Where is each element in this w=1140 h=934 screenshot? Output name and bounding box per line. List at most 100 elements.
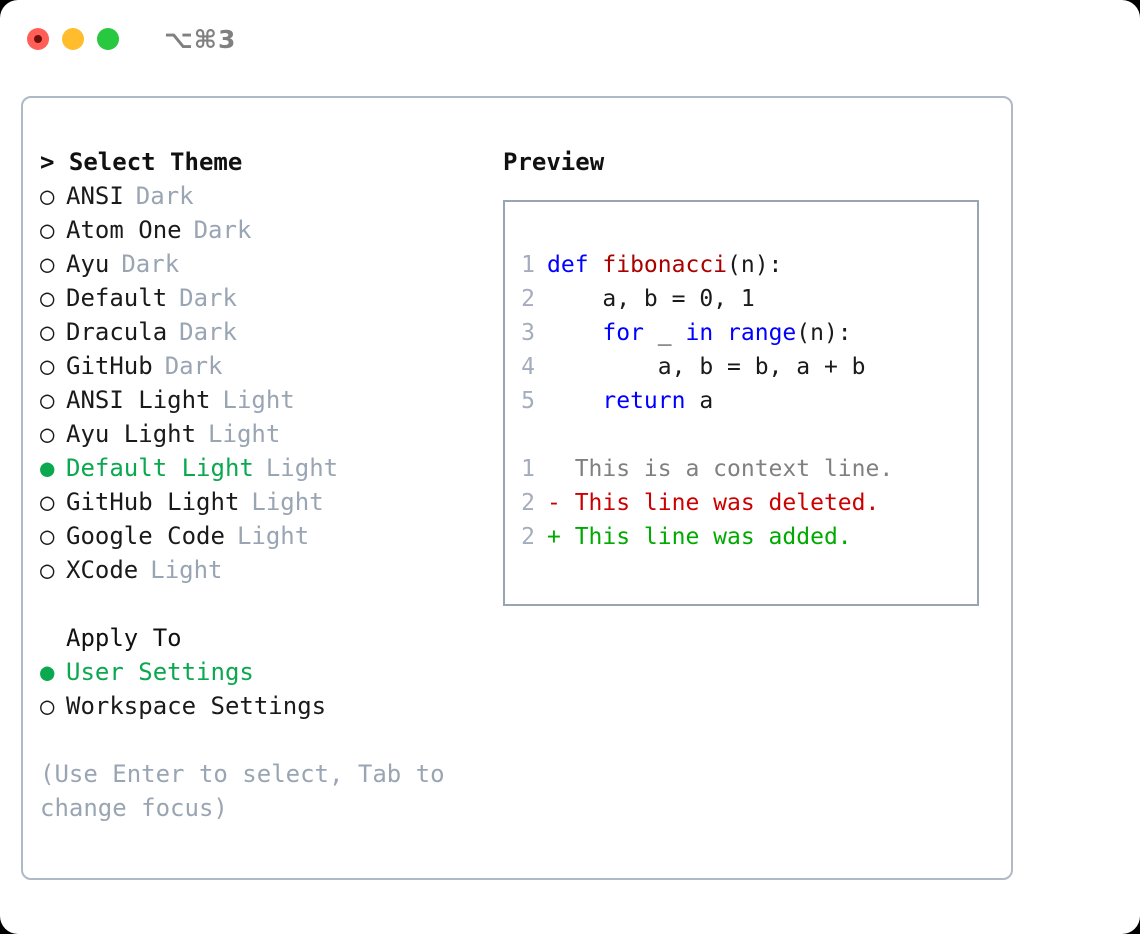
radio-icon: ○ [40, 488, 55, 516]
code-content: a, b = 0, 1 [547, 282, 755, 316]
diff-content: - This line was deleted. [547, 490, 880, 516]
radio-icon: ○ [40, 182, 55, 210]
code-token: for [602, 320, 644, 346]
close-button-icon[interactable] [27, 28, 49, 50]
keyboard-hint-text: (Use Enter to select, Tab to change focu… [40, 760, 460, 822]
code-token: a [685, 388, 714, 414]
theme-option-ayu-dark[interactable]: ○ Ayu Dark [40, 247, 493, 281]
theme-option-google-code[interactable]: ○ Google Code Light [40, 519, 493, 553]
radio-icon: ○ [40, 352, 55, 380]
theme-option-default-light[interactable]: ● Default Light Light [40, 451, 493, 485]
radio-icon: ○ [40, 692, 55, 720]
preview-heading: Preview [503, 148, 605, 176]
minimize-button-icon[interactable] [62, 28, 84, 50]
preview-gap [505, 418, 977, 452]
diff-content: This is a context line. [547, 456, 894, 482]
theme-option-variant: Dark [164, 352, 223, 380]
window-title-shortcut: ⌥⌘3 [164, 24, 237, 54]
preview-diff-block: 1 This is a context line. 2 - This line … [505, 452, 977, 554]
theme-option-dracula-dark[interactable]: ○ Dracula Dark [40, 315, 493, 349]
code-line: 2 a, b = 0, 1 [505, 282, 977, 316]
radio-icon: ○ [40, 420, 55, 448]
theme-option-label: Dracula [66, 318, 168, 346]
code-token: in range [685, 320, 797, 346]
line-number: 2 [521, 524, 535, 550]
theme-selector-panel: > Select Theme ○ ANSI Dark ○ Atom One Da… [21, 96, 1013, 880]
theme-option-xcode[interactable]: ○ XCode Light [40, 553, 493, 587]
preview-code-block: 1 def fibonacci(n): 2 a, b = 0, 1 3 for … [505, 248, 977, 418]
code-content: a, b = b, a + b [547, 350, 866, 384]
theme-option-label: Ayu Light [66, 420, 197, 448]
traffic-light-group [27, 28, 119, 50]
theme-option-label: Ayu [66, 250, 110, 278]
theme-list-column: > Select Theme ○ ANSI Dark ○ Atom One Da… [23, 98, 493, 878]
maximize-button-icon[interactable] [97, 28, 119, 50]
apply-to-label: User Settings [66, 658, 254, 686]
line-number: 5 [521, 388, 535, 414]
theme-option-ansi-dark[interactable]: ○ ANSI Dark [40, 179, 493, 213]
radio-icon: ○ [40, 386, 55, 414]
theme-option-github-dark[interactable]: ○ GitHub Dark [40, 349, 493, 383]
theme-option-variant: Light [222, 386, 295, 414]
apply-to-heading: Apply To [66, 624, 182, 652]
theme-option-variant: Dark [193, 216, 252, 244]
list-spacer [40, 587, 493, 621]
code-token [547, 388, 602, 414]
theme-option-label: XCode [66, 556, 139, 584]
theme-option-ayu-light[interactable]: ○ Ayu Light Light [40, 417, 493, 451]
theme-option-label: ANSI [66, 182, 124, 210]
diff-content: + This line was added. [547, 524, 852, 550]
theme-option-list: ○ ANSI Dark ○ Atom One Dark ○ Ayu Dark [40, 179, 493, 587]
radio-icon: ○ [40, 556, 55, 584]
code-token: (n): [727, 252, 783, 278]
code-token: a, b = 0, 1 [547, 286, 755, 312]
radio-selected-icon: ● [40, 658, 55, 686]
preview-box: 1 def fibonacci(n): 2 a, b = 0, 1 3 for … [503, 200, 979, 606]
line-number: 2 [521, 286, 535, 312]
radio-icon: ○ [40, 318, 55, 346]
theme-option-variant: Dark [135, 182, 194, 210]
apply-to-user-settings[interactable]: ● User Settings [40, 655, 493, 689]
theme-option-variant: Light [265, 454, 339, 482]
code-token [547, 320, 602, 346]
theme-option-label: GitHub [66, 352, 153, 380]
theme-option-label: GitHub Light [66, 488, 240, 516]
line-number: 2 [521, 490, 535, 516]
code-line: 1 def fibonacci(n): [505, 248, 977, 282]
code-token: return [602, 388, 686, 414]
theme-option-github-light[interactable]: ○ GitHub Light Light [40, 485, 493, 519]
code-token: def [547, 252, 603, 278]
apply-to-workspace-settings[interactable]: ○ Workspace Settings [40, 689, 493, 723]
theme-option-ansi-light[interactable]: ○ ANSI Light Light [40, 383, 493, 417]
diff-line-context: 1 This is a context line. [505, 452, 977, 486]
radio-icon: ○ [40, 216, 55, 244]
line-number: 1 [521, 456, 535, 482]
code-token: fibonacci [602, 252, 728, 278]
code-token: (n): [796, 320, 852, 346]
code-content: def fibonacci(n): [547, 248, 782, 282]
theme-option-label: ANSI Light [66, 386, 211, 414]
code-line: 5 return a [505, 384, 977, 418]
radio-icon: ○ [40, 522, 55, 550]
theme-option-variant: Light [208, 420, 281, 448]
code-token: _ [643, 320, 686, 346]
diff-line-added: 2 + This line was added. [505, 520, 977, 554]
code-content: for _ in range(n): [547, 316, 852, 350]
radio-selected-icon: ● [40, 454, 55, 482]
theme-option-variant: Dark [179, 318, 237, 346]
theme-option-variant: Dark [121, 250, 180, 278]
code-content: return a [547, 384, 713, 418]
theme-option-default-dark[interactable]: ○ Default Dark [40, 281, 493, 315]
line-number: 3 [521, 320, 535, 346]
diff-line-deleted: 2 - This line was deleted. [505, 486, 977, 520]
theme-option-atom-one-dark[interactable]: ○ Atom One Dark [40, 213, 493, 247]
radio-icon: ○ [40, 250, 55, 278]
theme-option-variant: Light [236, 522, 310, 550]
theme-option-label: Google Code [66, 522, 225, 550]
theme-option-variant: Light [251, 488, 324, 516]
theme-option-variant: Dark [179, 284, 237, 312]
theme-option-label: Atom One [66, 216, 182, 244]
theme-option-label: Default Light [66, 454, 254, 482]
preview-column: Preview 1 def fibonacci(n): 2 a, b = 0, … [493, 98, 1011, 878]
